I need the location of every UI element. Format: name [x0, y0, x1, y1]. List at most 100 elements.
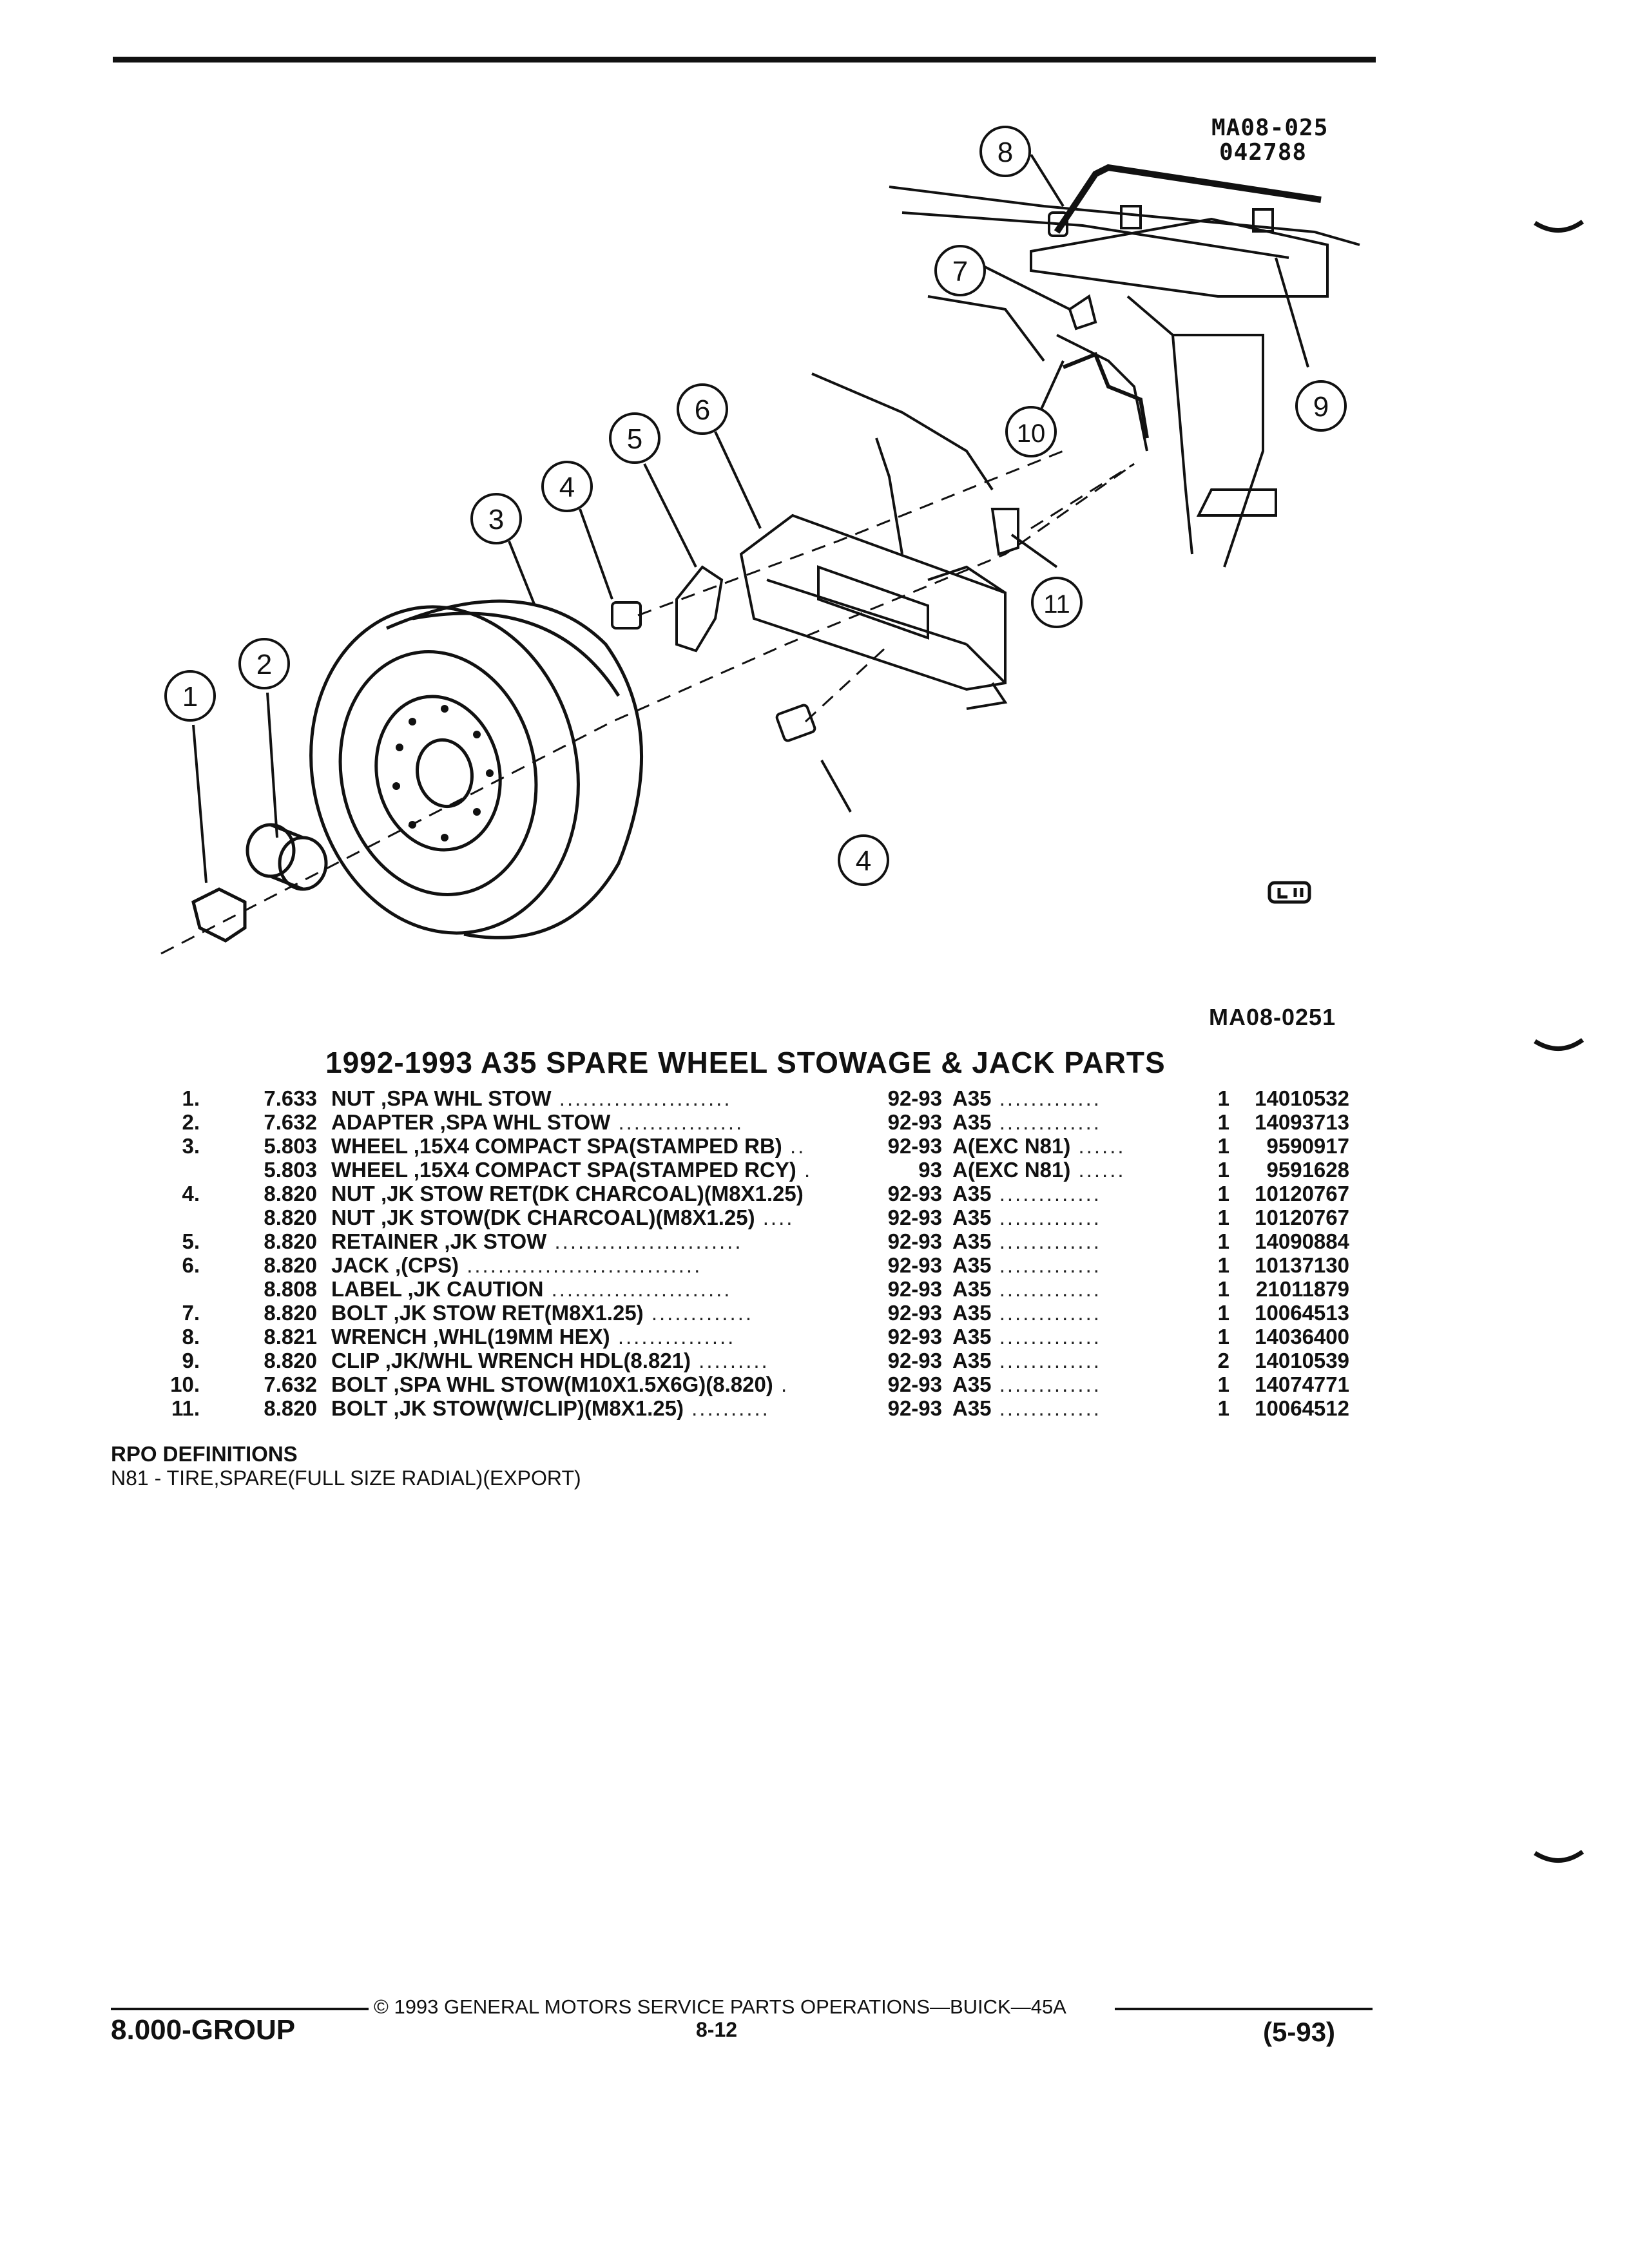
footer-rule-left: [111, 2008, 369, 2010]
item-number-text: 11.: [171, 1396, 200, 1420]
rpo-code: A35 .............: [942, 1182, 1204, 1206]
rpo-code: A(EXC N81) ......: [942, 1158, 1204, 1182]
quantity-text: 1: [1217, 1253, 1229, 1277]
part-number-text: 14010532: [1255, 1086, 1349, 1110]
model-years: 92-93: [865, 1349, 942, 1372]
part-description: WHEEL ,15X4 COMPACT SPA(STAMPED RB) ..: [317, 1134, 865, 1158]
part-description-text: CLIP ,JK/WHL WRENCH HDL(8.821): [331, 1349, 691, 1372]
part-number: 14010532: [1229, 1086, 1349, 1110]
quantity-text: 1: [1217, 1110, 1229, 1134]
quantity: 1: [1204, 1301, 1229, 1325]
group-number: 8.820: [200, 1253, 317, 1277]
callout-7: [934, 245, 986, 296]
binder-mark-icon: [1534, 220, 1585, 233]
model-years-text: 92-93: [887, 1277, 942, 1301]
callout-9-label: 9: [1313, 391, 1329, 423]
leader-dots: .............: [991, 1325, 1101, 1349]
model-years-text: 92-93: [887, 1325, 942, 1349]
item-number: 7.: [142, 1301, 200, 1325]
part-description: NUT ,JK STOW RET(DK CHARCOAL)(M8X1.25): [317, 1182, 865, 1206]
item-number: 9.: [142, 1349, 200, 1372]
leader-dots: .............: [991, 1086, 1101, 1110]
leader-dots: ................: [610, 1110, 744, 1134]
item-number: 6.: [142, 1253, 200, 1277]
callout-6-label: 6: [695, 394, 710, 426]
part-number-text: 14093713: [1255, 1110, 1349, 1134]
group-number-text: 8.820: [264, 1349, 317, 1372]
leader-dots: .............: [991, 1229, 1101, 1253]
callout-5-label: 5: [627, 423, 642, 455]
binder-mark-icon: [1534, 1038, 1585, 1051]
callout-1-label: 1: [182, 681, 198, 713]
callout-9: [1295, 380, 1347, 432]
part-number: 14010539: [1229, 1349, 1349, 1372]
leader-dots: ........................: [546, 1229, 743, 1253]
item-number-text: 3.: [182, 1134, 200, 1158]
model-years: 92-93: [865, 1086, 942, 1110]
part-description-text: NUT ,SPA WHL STOW: [331, 1086, 552, 1110]
quantity: 1: [1204, 1277, 1229, 1301]
part-number-text: 10064512: [1255, 1396, 1349, 1420]
part-number-text: 9590917: [1266, 1134, 1349, 1158]
part-description: BOLT ,JK STOW RET(M8X1.25) .............: [317, 1301, 865, 1325]
item-number: [142, 1206, 200, 1229]
item-number: 4.: [142, 1182, 200, 1206]
leader-dots: ......: [1070, 1158, 1126, 1182]
drawing-ref-number: MA08-025: [1211, 115, 1329, 141]
model-years-text: 92-93: [887, 1349, 942, 1372]
model-years-text: 93: [918, 1158, 942, 1182]
rpo-code-text: A35: [952, 1206, 992, 1229]
quantity: 1: [1204, 1206, 1229, 1229]
model-years: 92-93: [865, 1253, 942, 1277]
model-years: 92-93: [865, 1372, 942, 1396]
part-description-text: LABEL ,JK CAUTION: [331, 1277, 544, 1301]
footer-rule-right: [1115, 2008, 1373, 2010]
quantity: 1: [1204, 1253, 1229, 1277]
group-number: 8.821: [200, 1325, 317, 1349]
item-number-text: 6.: [182, 1253, 200, 1277]
part-number-text: 14090884: [1255, 1229, 1349, 1253]
quantity-text: 1: [1217, 1158, 1229, 1182]
quantity-text: 1: [1217, 1277, 1229, 1301]
item-number-text: 5.: [182, 1229, 200, 1253]
quantity-text: 1: [1217, 1372, 1229, 1396]
part-description: CLIP ,JK/WHL WRENCH HDL(8.821) .........: [317, 1349, 865, 1372]
drawing-ref-code: 042788: [1219, 139, 1307, 166]
item-number-text: 10.: [170, 1372, 200, 1396]
group-number: 8.820: [200, 1301, 317, 1325]
quantity-text: 1: [1217, 1134, 1229, 1158]
model-years: 92-93: [865, 1301, 942, 1325]
item-number-text: 4.: [182, 1182, 200, 1206]
part-description: NUT ,JK STOW(DK CHARCOAL)(M8X1.25) ....: [317, 1206, 865, 1229]
part-number-text: 14010539: [1255, 1349, 1349, 1372]
part-description-text: WHEEL ,15X4 COMPACT SPA(STAMPED RCY): [331, 1158, 796, 1182]
quantity-text: 1: [1217, 1301, 1229, 1325]
model-years-text: 92-93: [887, 1110, 942, 1134]
part-description-text: WRENCH ,WHL(19MM HEX): [331, 1325, 610, 1349]
callout-4b: [838, 834, 889, 886]
part-description: NUT ,SPA WHL STOW ......................: [317, 1086, 865, 1110]
part-description-text: NUT ,JK STOW RET(DK CHARCOAL)(M8X1.25): [331, 1182, 804, 1206]
footer-page-number: 8-12: [696, 2018, 738, 2041]
rpo-code-text: A35: [952, 1325, 992, 1349]
group-number-text: 8.820: [264, 1206, 317, 1229]
item-number: [142, 1158, 200, 1182]
quantity-text: 1: [1217, 1325, 1229, 1349]
part-number-text: 10120767: [1255, 1182, 1349, 1206]
model-years: 93: [865, 1158, 942, 1182]
item-number: 3.: [142, 1134, 200, 1158]
callout-4: [541, 461, 593, 512]
rpo-code-text: A35: [952, 1086, 992, 1110]
group-number-text: 5.803: [264, 1134, 317, 1158]
model-years-text: 92-93: [887, 1182, 942, 1206]
part-number-text: 10120767: [1255, 1206, 1349, 1229]
callout-4-label: 4: [559, 472, 575, 503]
part-number-text: 9591628: [1266, 1158, 1349, 1182]
